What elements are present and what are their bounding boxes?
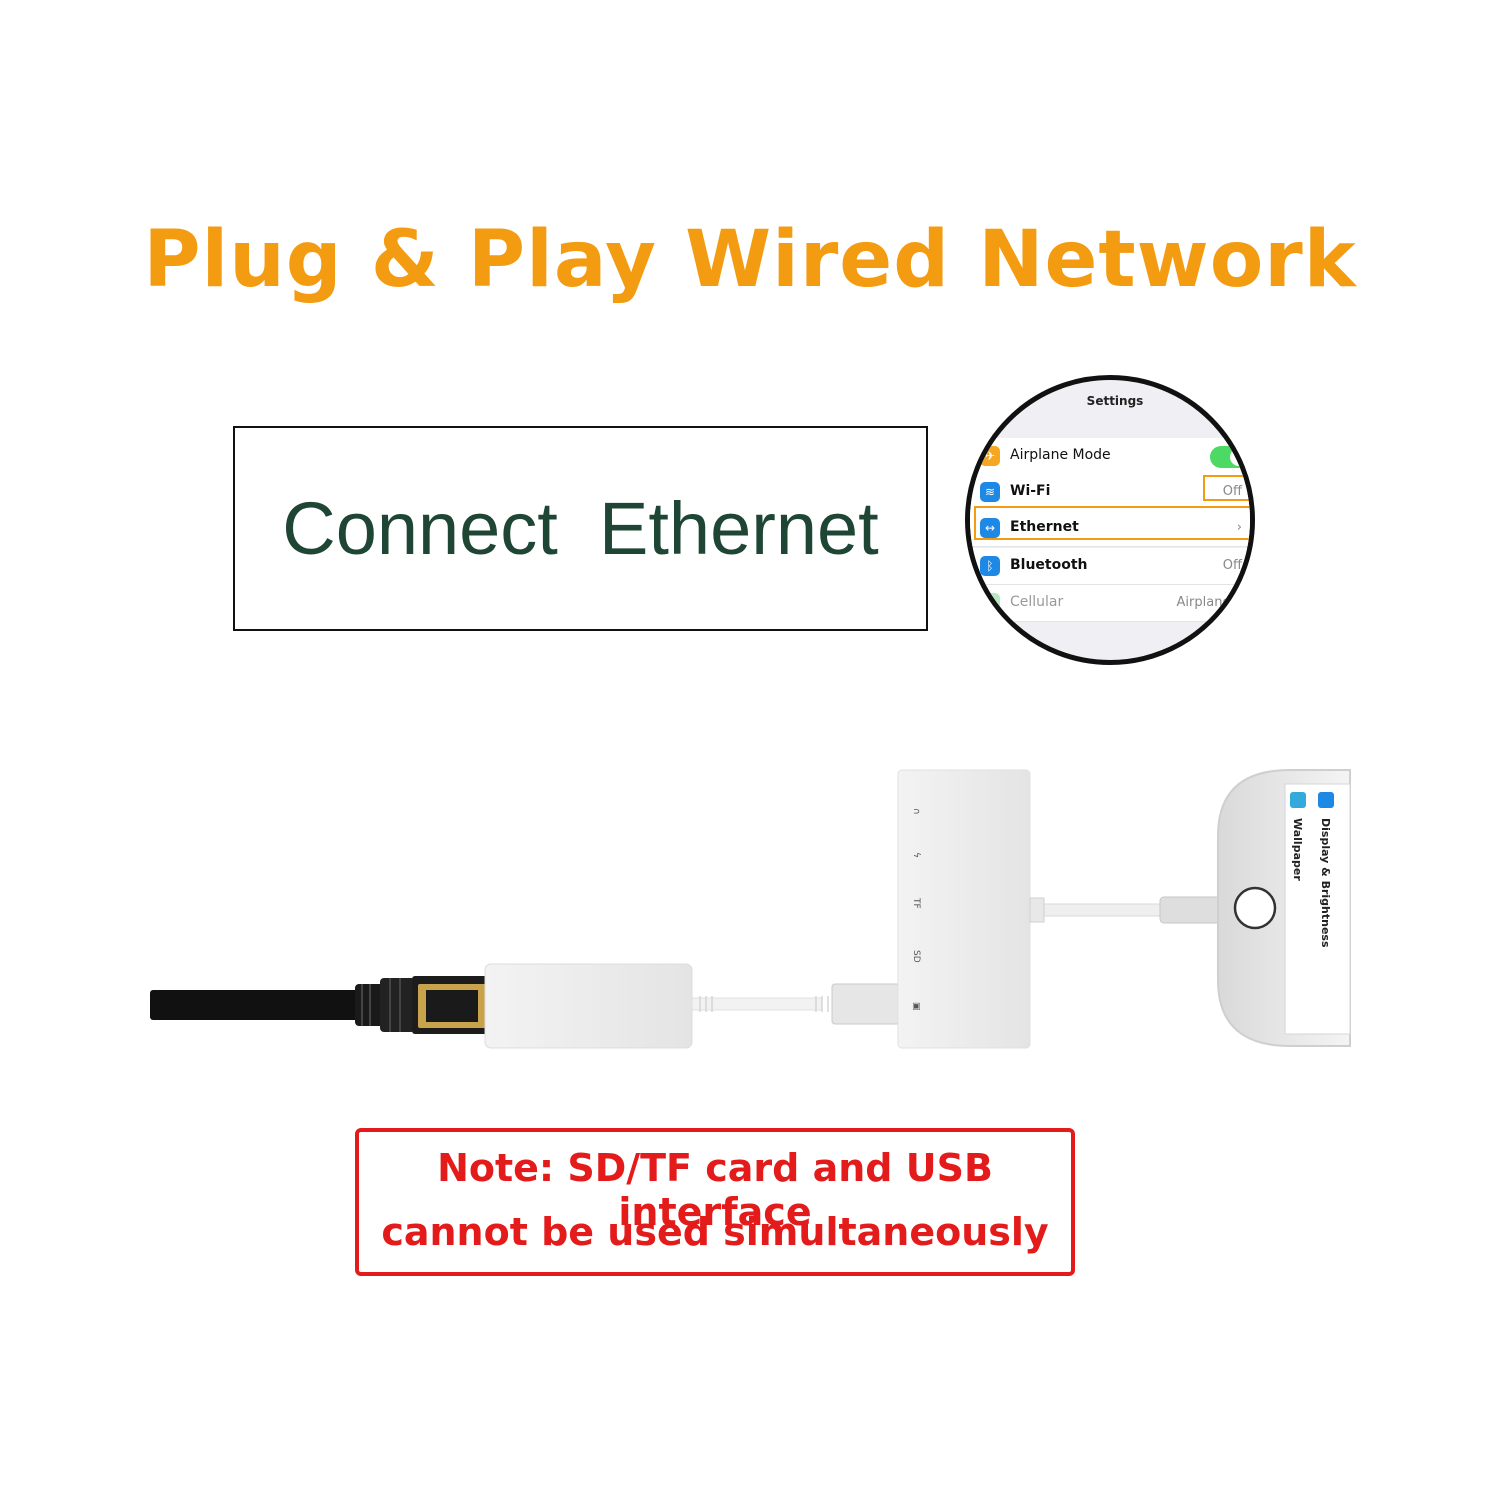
note-line-1: Note: SD/TF card and USB interface bbox=[437, 1146, 993, 1234]
wallpaper-icon bbox=[1290, 792, 1306, 808]
ethernet-cable bbox=[150, 990, 365, 1020]
camera-port-label: ▣ bbox=[911, 1002, 921, 1011]
settings-row-cellular[interactable]: ◉ Cellular Airplane Mode bbox=[970, 585, 1254, 622]
tf-port-label: TF bbox=[911, 897, 921, 909]
usb-plug bbox=[831, 983, 901, 1025]
iphone: Display & Brightness Wallpaper bbox=[1217, 769, 1351, 1047]
lightning-plug bbox=[1159, 896, 1221, 924]
settings-row-value: Airplane Mode bbox=[1176, 595, 1254, 610]
settings-zoom-circle: Settings ✈ Airplane Mode ≋ Wi-Fi Off ↔ E… bbox=[965, 375, 1255, 665]
settings-row-label: Cellular bbox=[1010, 594, 1064, 610]
wifi-icon: ≋ bbox=[980, 482, 1000, 502]
phone-row-label: Display & Brightness bbox=[1319, 818, 1332, 948]
phone-row-label: Wallpaper bbox=[1291, 818, 1304, 881]
chevron-right-icon: › bbox=[1236, 520, 1242, 535]
lightning-port-label: ϟ bbox=[911, 852, 921, 858]
settings-row-label: Bluetooth bbox=[1010, 557, 1088, 573]
headline: Plug & Play Wired Network bbox=[143, 215, 1357, 305]
settings-row-airplane[interactable]: ✈ Airplane Mode bbox=[970, 438, 1250, 475]
headphone-port-label: ∩ bbox=[911, 808, 921, 815]
cellular-icon: ◉ bbox=[980, 593, 1000, 613]
connect-ethernet-label: Connect Ethernet bbox=[282, 487, 879, 570]
airplane-toggle[interactable] bbox=[1210, 446, 1250, 468]
settings-row-value: Off bbox=[1222, 484, 1242, 499]
ethernet-dongle bbox=[484, 963, 693, 1049]
settings-row-label: Airplane Mode bbox=[1010, 447, 1111, 463]
settings-row-label: Ethernet bbox=[1010, 519, 1079, 535]
display-icon bbox=[1318, 792, 1334, 808]
ethernet-icon: ↔ bbox=[980, 518, 1000, 538]
settings-title: Settings bbox=[1086, 394, 1144, 408]
settings-row-value: Off bbox=[1222, 558, 1242, 573]
note-box: Note: SD/TF card and USB interface canno… bbox=[355, 1128, 1075, 1276]
note-line-2: cannot be used simultaneously bbox=[381, 1210, 1049, 1254]
ethernet-row-highlight bbox=[974, 506, 1250, 540]
lightning-cable bbox=[1029, 903, 1166, 917]
bluetooth-icon: ᛒ bbox=[980, 556, 1000, 576]
rj45-plug bbox=[412, 976, 490, 1034]
settings-row-label: Wi-Fi bbox=[1010, 483, 1051, 499]
cable-boot bbox=[355, 978, 415, 1032]
home-button bbox=[1233, 886, 1277, 930]
settings-row-bluetooth[interactable]: ᛒ Bluetooth Off bbox=[970, 548, 1250, 585]
adapter-illustration: ∩ ϟ TF SD ▣ Display & Brightness Wallpap… bbox=[150, 769, 1351, 1049]
airplane-icon: ✈ bbox=[980, 446, 1000, 466]
settings-row-ethernet[interactable]: ↔ Ethernet › bbox=[970, 510, 1250, 547]
sd-port-label: SD bbox=[911, 950, 921, 963]
connect-ethernet-box: Connect Ethernet bbox=[233, 426, 928, 631]
wifi-off-highlight bbox=[1203, 475, 1250, 501]
